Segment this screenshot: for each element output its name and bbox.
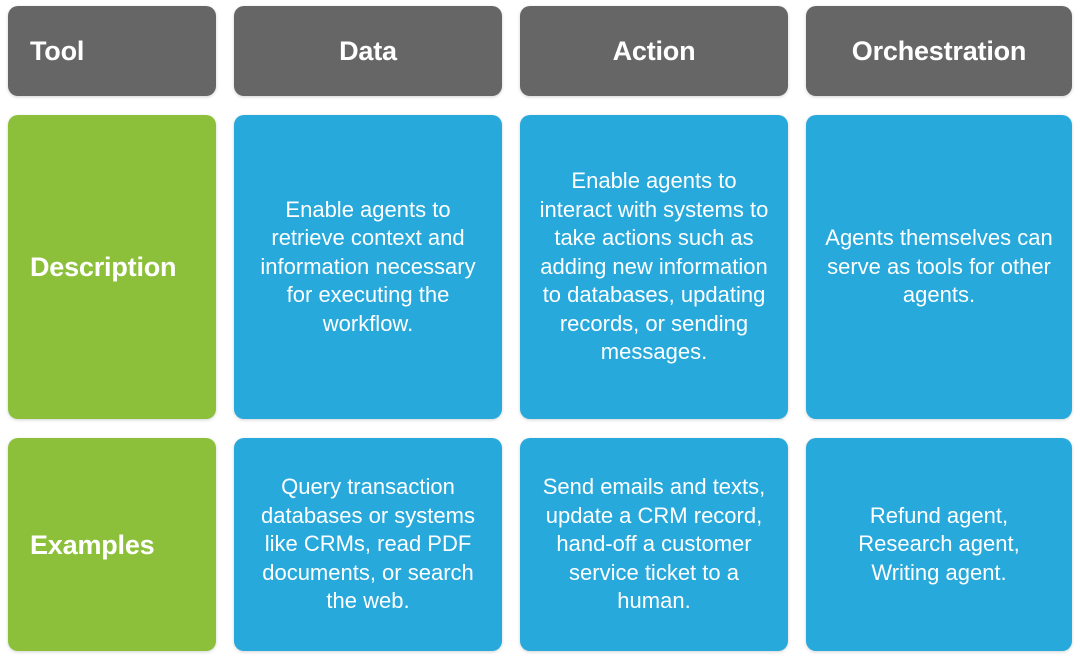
cell-text-description-orchestration: Agents themselves can serve as tools for… xyxy=(825,225,1053,308)
cell-description-action: Enable agents to interact with systems t… xyxy=(520,115,788,419)
cell-text-examples-data: Query transaction databases or systems l… xyxy=(261,474,475,614)
cell-description-orchestration: Agents themselves can serve as tools for… xyxy=(806,115,1072,419)
cell-text-description-action: Enable agents to interact with systems t… xyxy=(539,168,769,365)
cell-examples-action: Send emails and texts, update a CRM reco… xyxy=(520,438,788,651)
row-label-text-examples: Examples xyxy=(30,529,155,560)
row-label-examples: Examples xyxy=(8,438,216,651)
header-label-action: Action xyxy=(612,36,696,66)
header-label-data: Data xyxy=(339,36,397,66)
cell-examples-orchestration: Refund agent, Research agent, Writing ag… xyxy=(806,438,1072,651)
header-label-orchestration: Orchestration xyxy=(851,36,1027,66)
cell-text-description-data: Enable agents to retrieve context and in… xyxy=(260,196,476,336)
cell-text-examples-action: Send emails and texts, update a CRM reco… xyxy=(542,474,766,614)
row-label-text-description: Description xyxy=(30,252,177,282)
cell-examples-data: Query transaction databases or systems l… xyxy=(234,438,502,651)
cell-description-data: Enable agents to retrieve context and in… xyxy=(234,115,502,419)
header-cell-data: Data xyxy=(234,6,502,96)
header-label-tool: Tool xyxy=(30,36,85,66)
row-label-description: Description xyxy=(8,115,216,419)
cell-text-examples-orchestration: Refund agent, Research agent, Writing ag… xyxy=(858,502,1020,585)
header-cell-tool: Tool xyxy=(8,6,216,96)
header-cell-action: Action xyxy=(520,6,788,96)
header-cell-orchestration: Orchestration xyxy=(806,6,1072,96)
